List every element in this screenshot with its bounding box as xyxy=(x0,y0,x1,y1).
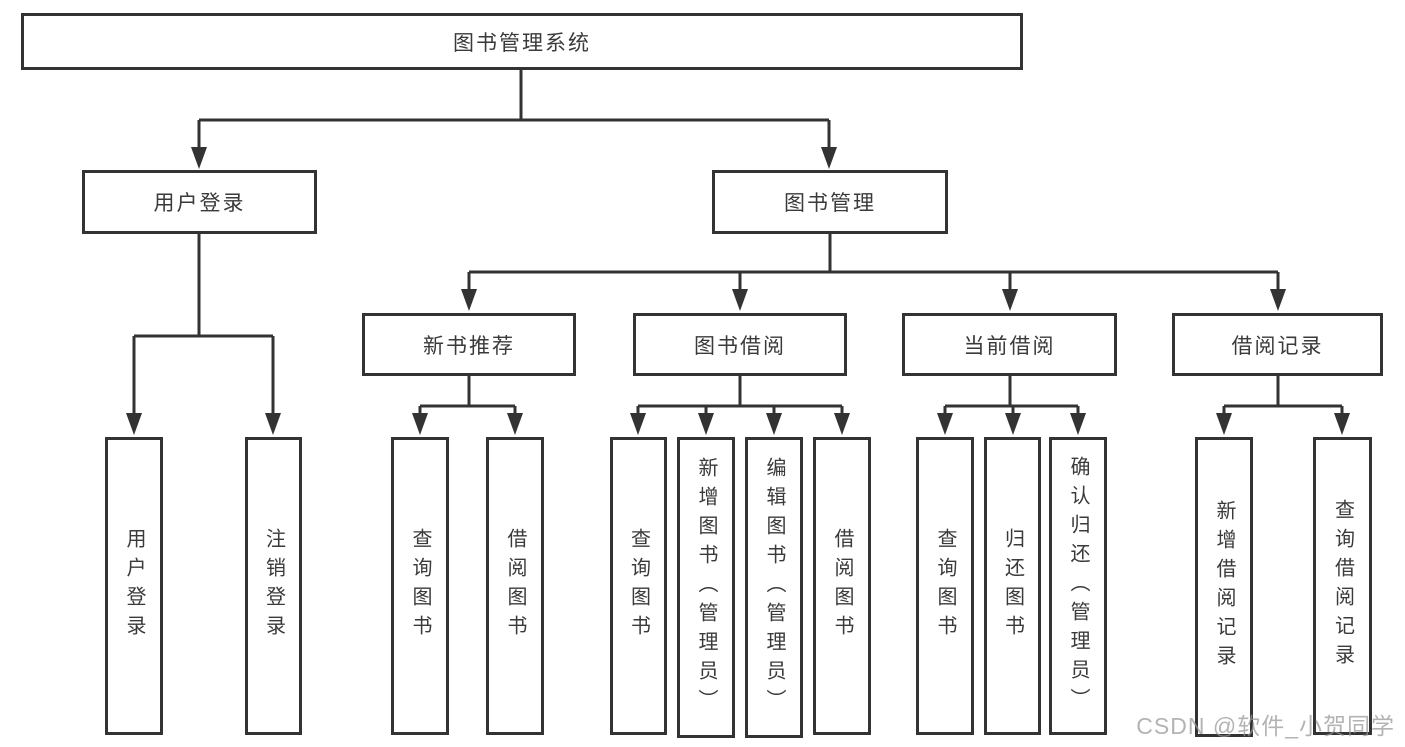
leaf-logout: 注销登录 xyxy=(245,437,302,735)
leaf-label: 归还图书 xyxy=(1001,528,1024,644)
leaf-user-login: 用户登录 xyxy=(105,437,163,735)
node-label: 用户登录 xyxy=(153,192,246,215)
leaf-add-books-admin: 新增图书（管理员） xyxy=(677,437,735,738)
leaf-label: 借阅图书 xyxy=(504,528,526,644)
node-user-login: 用户登录 xyxy=(82,170,317,234)
leaf-add-borrow-record: 新增借阅记录 xyxy=(1195,437,1253,737)
edge-root-to-level2 xyxy=(197,69,831,149)
leaf-borrow-books: 借阅图书 xyxy=(813,437,871,735)
node-label: 当前借阅 xyxy=(963,334,1056,358)
leaf-label: 注销登录 xyxy=(262,528,285,644)
node-current-borrow: 当前借阅 xyxy=(902,313,1117,376)
edge-borrowrecord-to-leaves xyxy=(1222,376,1344,416)
leaf-borrow-books-recommend: 借阅图书 xyxy=(486,437,544,735)
leaf-label: 借阅图书 xyxy=(831,528,853,644)
leaf-label: 查询图书 xyxy=(627,528,650,644)
node-label: 图书借阅 xyxy=(694,334,786,358)
edge-bookborrow-to-leaves xyxy=(636,376,844,416)
leaf-confirm-return-admin: 确认归还（管理员） xyxy=(1049,437,1107,735)
node-book-borrow: 图书借阅 xyxy=(633,313,847,376)
leaf-query-books-current: 查询图书 xyxy=(916,437,974,735)
edge-currentborrow-to-leaves xyxy=(943,376,1080,416)
node-book-management: 图书管理 xyxy=(712,170,948,234)
node-label: 借阅记录 xyxy=(1231,334,1324,358)
edge-bookmgmt-to-level3 xyxy=(467,234,1280,291)
edge-newbook-to-leaves xyxy=(418,376,517,416)
leaf-query-borrow-record: 查询借阅记录 xyxy=(1313,437,1372,735)
node-label: 图书管理 xyxy=(784,192,876,215)
edge-userlogin-to-leaves xyxy=(132,234,275,416)
leaf-label: 查询图书 xyxy=(934,528,956,644)
leaf-edit-books-admin: 编辑图书（管理员） xyxy=(745,437,803,738)
leaf-label: 查询图书 xyxy=(409,528,431,644)
leaf-query-books-borrow: 查询图书 xyxy=(610,437,667,735)
node-label: 图书管理系统 xyxy=(453,31,591,55)
csdn-watermark: CSDN @软件_小贺同学 xyxy=(1136,713,1395,739)
node-borrow-records: 借阅记录 xyxy=(1172,313,1383,376)
node-new-book-recommend: 新书推荐 xyxy=(362,313,576,376)
leaf-label: 新增图书（管理员） xyxy=(695,457,717,718)
leaf-return-books: 归还图书 xyxy=(984,437,1041,735)
leaf-label: 新增借阅记录 xyxy=(1213,500,1235,674)
node-library-management-system: 图书管理系统 xyxy=(21,13,1023,70)
node-label: 新书推荐 xyxy=(423,334,515,358)
leaf-label: 查询借阅记录 xyxy=(1331,499,1354,673)
leaf-label: 确认归还（管理员） xyxy=(1067,455,1089,717)
leaf-label: 用户登录 xyxy=(123,528,145,644)
leaf-label: 编辑图书（管理员） xyxy=(763,457,785,718)
leaf-query-books-recommend: 查询图书 xyxy=(391,437,449,735)
